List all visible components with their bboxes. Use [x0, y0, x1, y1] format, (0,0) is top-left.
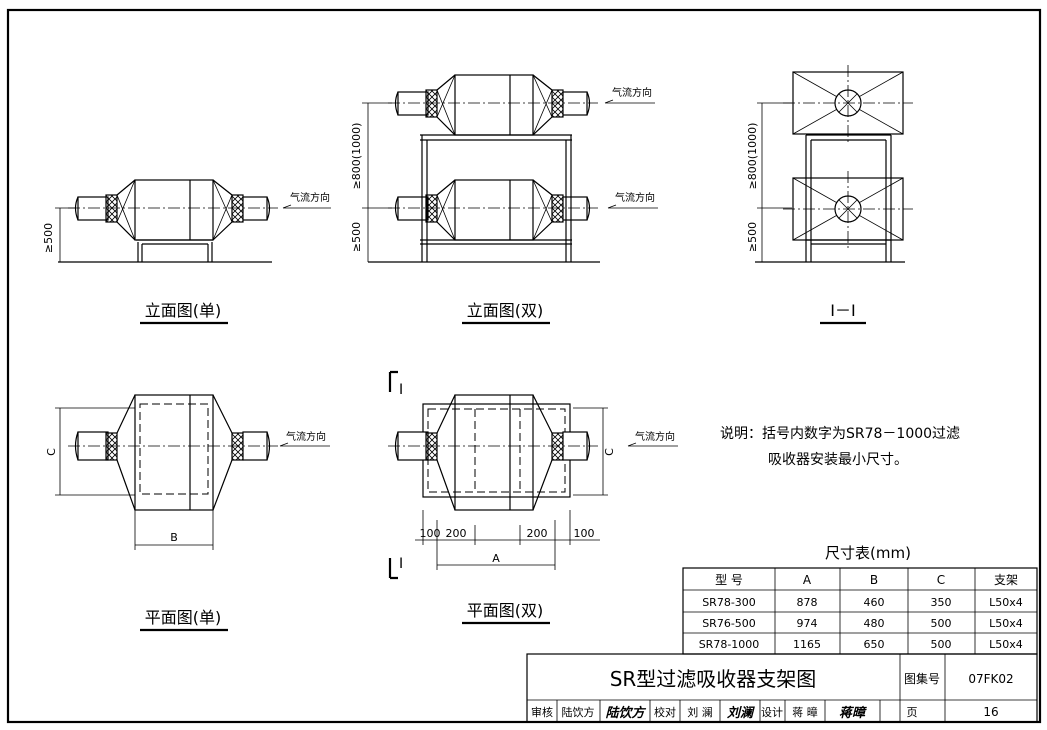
table-header-cell: C	[937, 573, 945, 587]
table-header-cell: B	[870, 573, 878, 587]
designer-name: 蒋 暲	[792, 705, 818, 719]
view-title-plan-single: 平面图(单)	[145, 608, 222, 627]
filter-absorber-single	[67, 179, 279, 241]
section-box-lower	[782, 170, 914, 250]
plan-single-view: C B 气流方向 平面图(单)	[45, 394, 330, 632]
dim-500-label: ≥500	[746, 222, 759, 252]
elevation-single-view: ≥500 气流方向 立面图(单)	[42, 179, 331, 325]
dim-100-label: 100	[420, 527, 441, 540]
checker-signature: 刘澜	[727, 705, 755, 721]
view-title-elevation-double: 立面图(双)	[467, 301, 544, 320]
table-title: 尺寸表(mm)	[825, 544, 911, 562]
filter-absorber-upper	[387, 74, 599, 136]
checker-name: 刘 澜	[687, 705, 713, 719]
dim-c-label: C	[45, 448, 58, 456]
table-header-cell: 支架	[994, 573, 1018, 587]
note-line-2: 吸收器安装最小尺寸。	[768, 452, 908, 468]
dim-200-label: 200	[446, 527, 467, 540]
section-mark-top: I	[399, 382, 403, 398]
page-label: 页	[907, 706, 918, 719]
section-mark-bottom: I	[399, 556, 403, 572]
atlas-label: 图集号	[904, 671, 940, 686]
check-label: 校对	[654, 705, 676, 719]
design-label: 设计	[761, 706, 783, 719]
filter-plan-double	[387, 394, 599, 511]
plan-double-view: C 100 200 200 100 A I I 气流方向 平面图(双)	[387, 370, 678, 625]
reviewer-name: 陆饮方	[562, 705, 595, 719]
table-cell: SR76-500	[702, 617, 756, 630]
airflow-label: 气流方向	[290, 191, 330, 204]
table-cell: L50x4	[989, 617, 1023, 630]
section-view: ≥800(1000) ≥500 I－I	[746, 64, 914, 325]
table-cell: 500	[931, 638, 952, 651]
table-cell: L50x4	[989, 596, 1023, 609]
title-block: SR型过滤吸收器支架图 图集号 07FK02 审核 陆饮方 陆饮方 校对 刘 澜…	[526, 653, 1038, 723]
section-box-upper	[782, 64, 914, 144]
elevation-double-view: ≥800(1000) ≥500 气流方向 气流方向 立面图(双)	[350, 74, 658, 325]
view-title-plan-double: 平面图(双)	[467, 601, 544, 620]
table-header-cell: 型 号	[715, 573, 743, 587]
reviewer-signature: 陆饮方	[605, 705, 646, 721]
table-cell: 500	[931, 617, 952, 630]
table-cell: 878	[797, 596, 818, 609]
table-cell: 974	[797, 617, 818, 630]
dim-500-label: ≥500	[42, 223, 55, 253]
view-title-section: I－I	[830, 301, 855, 320]
table-cell: 650	[864, 638, 885, 651]
table-cell: 480	[864, 617, 885, 630]
airflow-label: 气流方向	[635, 430, 675, 443]
airflow-label: 气流方向	[615, 191, 655, 204]
dim-500-label: ≥500	[350, 222, 363, 252]
dim-100-label: 100	[574, 527, 595, 540]
dim-200-label: 200	[527, 527, 548, 540]
airflow-label: 气流方向	[612, 86, 652, 99]
atlas-number: 07FK02	[968, 672, 1013, 686]
note-line-1: 说明：括号内数字为SR78－1000过滤	[720, 426, 960, 442]
drawing-title: SR型过滤吸收器支架图	[610, 667, 817, 691]
dim-b-label: B	[170, 531, 178, 544]
table-cell: SR78-1000	[699, 638, 760, 651]
table-header-cell: A	[803, 573, 812, 587]
table-cell: 460	[864, 596, 885, 609]
table-cell: 1165	[793, 638, 821, 651]
airflow-label: 气流方向	[286, 430, 326, 443]
dim-a-label: A	[492, 552, 500, 565]
dim-c-label: C	[603, 448, 616, 456]
filter-plan-single	[67, 394, 279, 511]
table-cell: 350	[931, 596, 952, 609]
view-title-elevation-single: 立面图(单)	[145, 301, 222, 320]
designer-signature: 蒋暲	[839, 705, 867, 721]
dim-800-label: ≥800(1000)	[350, 123, 363, 190]
table-cell: L50x4	[989, 638, 1023, 651]
dim-800-label: ≥800(1000)	[746, 123, 759, 190]
table-cell: SR78-300	[702, 596, 756, 609]
page-number: 16	[983, 705, 998, 719]
sheet-border	[6, 8, 1042, 724]
review-label: 审核	[531, 705, 553, 719]
